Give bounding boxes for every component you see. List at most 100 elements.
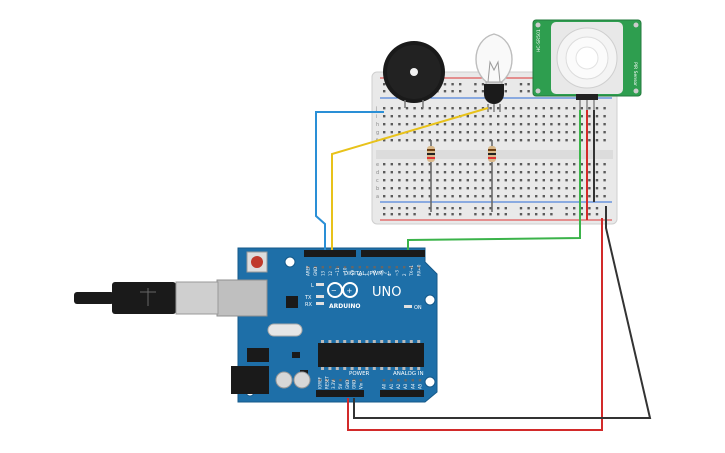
- breadboard-hole[interactable]: [542, 179, 545, 182]
- breadboard-hole[interactable]: [481, 123, 485, 126]
- breadboard-hole[interactable]: [519, 83, 523, 86]
- breadboard-hole[interactable]: [535, 195, 538, 198]
- breadboard-hole[interactable]: [428, 171, 431, 174]
- breadboard-hole[interactable]: [542, 115, 545, 118]
- breadboard-hole[interactable]: [413, 123, 416, 126]
- breadboard-hole[interactable]: [398, 107, 401, 110]
- breadboard-hole[interactable]: [527, 107, 530, 110]
- breadboard-hole[interactable]: [451, 207, 454, 210]
- breadboard-hole[interactable]: [421, 187, 424, 190]
- breadboard-hole[interactable]: [550, 207, 553, 210]
- breadboard-hole[interactable]: [595, 171, 599, 174]
- breadboard-hole[interactable]: [459, 195, 462, 198]
- breadboard-hole[interactable]: [405, 195, 409, 198]
- breadboard-hole[interactable]: [565, 107, 568, 110]
- breadboard-hole[interactable]: [519, 213, 523, 216]
- breadboard-hole[interactable]: [466, 179, 469, 182]
- breadboard-hole[interactable]: [595, 123, 599, 126]
- breadboard-hole[interactable]: [580, 187, 583, 190]
- breadboard-hole[interactable]: [390, 179, 393, 182]
- breadboard-hole[interactable]: [459, 131, 462, 134]
- breadboard-hole[interactable]: [595, 207, 599, 210]
- breadboard-hole[interactable]: [595, 179, 599, 182]
- breadboard-hole[interactable]: [383, 83, 386, 86]
- header-pin[interactable]: [373, 266, 376, 269]
- breadboard-hole[interactable]: [497, 123, 500, 126]
- breadboard-hole[interactable]: [527, 195, 530, 198]
- breadboard-hole[interactable]: [580, 163, 583, 166]
- breadboard-hole[interactable]: [550, 163, 553, 166]
- breadboard-hole[interactable]: [595, 107, 599, 110]
- breadboard-hole[interactable]: [527, 115, 530, 118]
- breadboard-hole[interactable]: [398, 163, 401, 166]
- breadboard-hole[interactable]: [383, 90, 386, 93]
- breadboard-hole[interactable]: [405, 213, 409, 216]
- breadboard-hole[interactable]: [588, 171, 591, 174]
- breadboard-hole[interactable]: [504, 179, 507, 182]
- breadboard-hole[interactable]: [595, 139, 599, 142]
- breadboard-hole[interactable]: [550, 123, 553, 126]
- breadboard-hole[interactable]: [542, 139, 545, 142]
- breadboard-hole[interactable]: [474, 171, 477, 174]
- breadboard-hole[interactable]: [459, 179, 462, 182]
- header-pin[interactable]: [410, 266, 413, 269]
- breadboard-hole[interactable]: [580, 115, 583, 118]
- breadboard-hole[interactable]: [565, 171, 568, 174]
- breadboard-hole[interactable]: [595, 213, 599, 216]
- breadboard-hole[interactable]: [542, 131, 545, 134]
- breadboard-hole[interactable]: [421, 123, 424, 126]
- breadboard-hole[interactable]: [512, 107, 515, 110]
- breadboard-hole[interactable]: [588, 107, 591, 110]
- blue-wire[interactable]: [315, 111, 384, 250]
- breadboard-hole[interactable]: [428, 107, 431, 110]
- breadboard-hole[interactable]: [573, 213, 576, 216]
- breadboard-hole[interactable]: [512, 187, 515, 190]
- breadboard-hole[interactable]: [489, 187, 492, 190]
- header-pin[interactable]: [358, 266, 361, 269]
- breadboard-hole[interactable]: [573, 115, 576, 118]
- breadboard-hole[interactable]: [383, 213, 386, 216]
- breadboard-hole[interactable]: [451, 195, 454, 198]
- breadboard-hole[interactable]: [512, 139, 515, 142]
- breadboard-hole[interactable]: [428, 115, 431, 118]
- green-wire[interactable]: [407, 110, 581, 250]
- breadboard-hole[interactable]: [595, 163, 599, 166]
- breadboard-hole[interactable]: [504, 90, 507, 93]
- breadboard-hole[interactable]: [535, 107, 538, 110]
- breadboard-hole[interactable]: [550, 195, 553, 198]
- breadboard-hole[interactable]: [390, 213, 393, 216]
- breadboard-hole[interactable]: [390, 131, 393, 134]
- breadboard-hole[interactable]: [474, 83, 477, 86]
- breadboard-hole[interactable]: [413, 163, 416, 166]
- breadboard-hole[interactable]: [405, 123, 409, 126]
- breadboard-hole[interactable]: [405, 179, 409, 182]
- breadboard-hole[interactable]: [459, 123, 462, 126]
- breadboard-hole[interactable]: [550, 115, 553, 118]
- breadboard-hole[interactable]: [481, 115, 485, 118]
- breadboard-hole[interactable]: [421, 179, 424, 182]
- breadboard-hole[interactable]: [557, 195, 561, 198]
- breadboard-hole[interactable]: [497, 139, 500, 142]
- breadboard-hole[interactable]: [512, 115, 515, 118]
- breadboard-hole[interactable]: [443, 207, 447, 210]
- resistor-1[interactable]: [427, 140, 435, 212]
- breadboard-hole[interactable]: [489, 171, 492, 174]
- breadboard-hole[interactable]: [595, 195, 599, 198]
- header-pin[interactable]: [321, 266, 324, 269]
- breadboard-hole[interactable]: [504, 139, 507, 142]
- header-pin[interactable]: [366, 266, 369, 269]
- breadboard-hole[interactable]: [405, 107, 409, 110]
- breadboard-hole[interactable]: [519, 171, 523, 174]
- breadboard-hole[interactable]: [550, 107, 553, 110]
- header-pin[interactable]: [390, 379, 393, 382]
- breadboard-hole[interactable]: [489, 207, 492, 210]
- breadboard-hole[interactable]: [512, 123, 515, 126]
- breadboard-hole[interactable]: [443, 179, 447, 182]
- breadboard-hole[interactable]: [565, 195, 568, 198]
- breadboard-hole[interactable]: [428, 213, 431, 216]
- black-wire[interactable]: [353, 206, 652, 419]
- breadboard-hole[interactable]: [497, 107, 500, 110]
- breadboard-hole[interactable]: [580, 207, 583, 210]
- breadboard-hole[interactable]: [481, 195, 485, 198]
- breadboard-hole[interactable]: [519, 123, 523, 126]
